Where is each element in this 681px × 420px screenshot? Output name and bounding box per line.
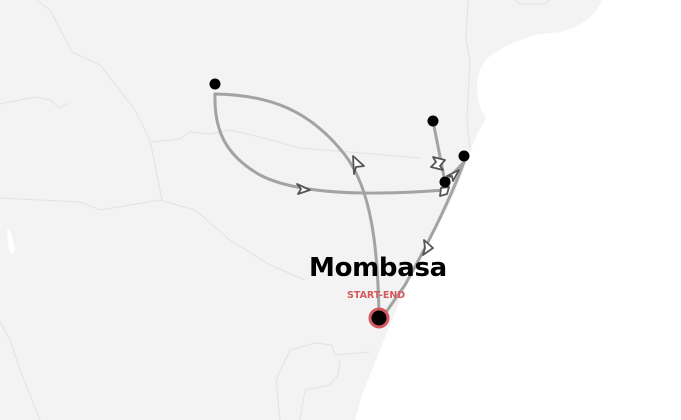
route-short-north	[431, 119, 447, 184]
route-coast-to-mombasa	[380, 160, 466, 320]
route-west-to-east	[213, 92, 447, 195]
lake	[7, 229, 15, 254]
stops	[209, 78, 470, 329]
stop-marker[interactable]	[427, 115, 439, 127]
arrow-icon	[430, 156, 446, 171]
arrow-icon	[352, 155, 365, 175]
arrow-icon	[446, 169, 460, 182]
land-area	[0, 0, 602, 420]
stop-marker[interactable]	[439, 176, 451, 188]
city-label-mombasa: Mombasa	[309, 253, 447, 283]
stop-marker[interactable]	[209, 78, 221, 90]
arrow-icon	[422, 239, 434, 256]
stop-marker[interactable]	[458, 150, 470, 162]
borders	[0, 0, 551, 420]
route-mombasa-to-north	[213, 92, 381, 320]
start-end-label: START-END	[347, 290, 406, 301]
arrow-icon	[296, 183, 311, 195]
start-end-marker[interactable]	[368, 307, 390, 329]
